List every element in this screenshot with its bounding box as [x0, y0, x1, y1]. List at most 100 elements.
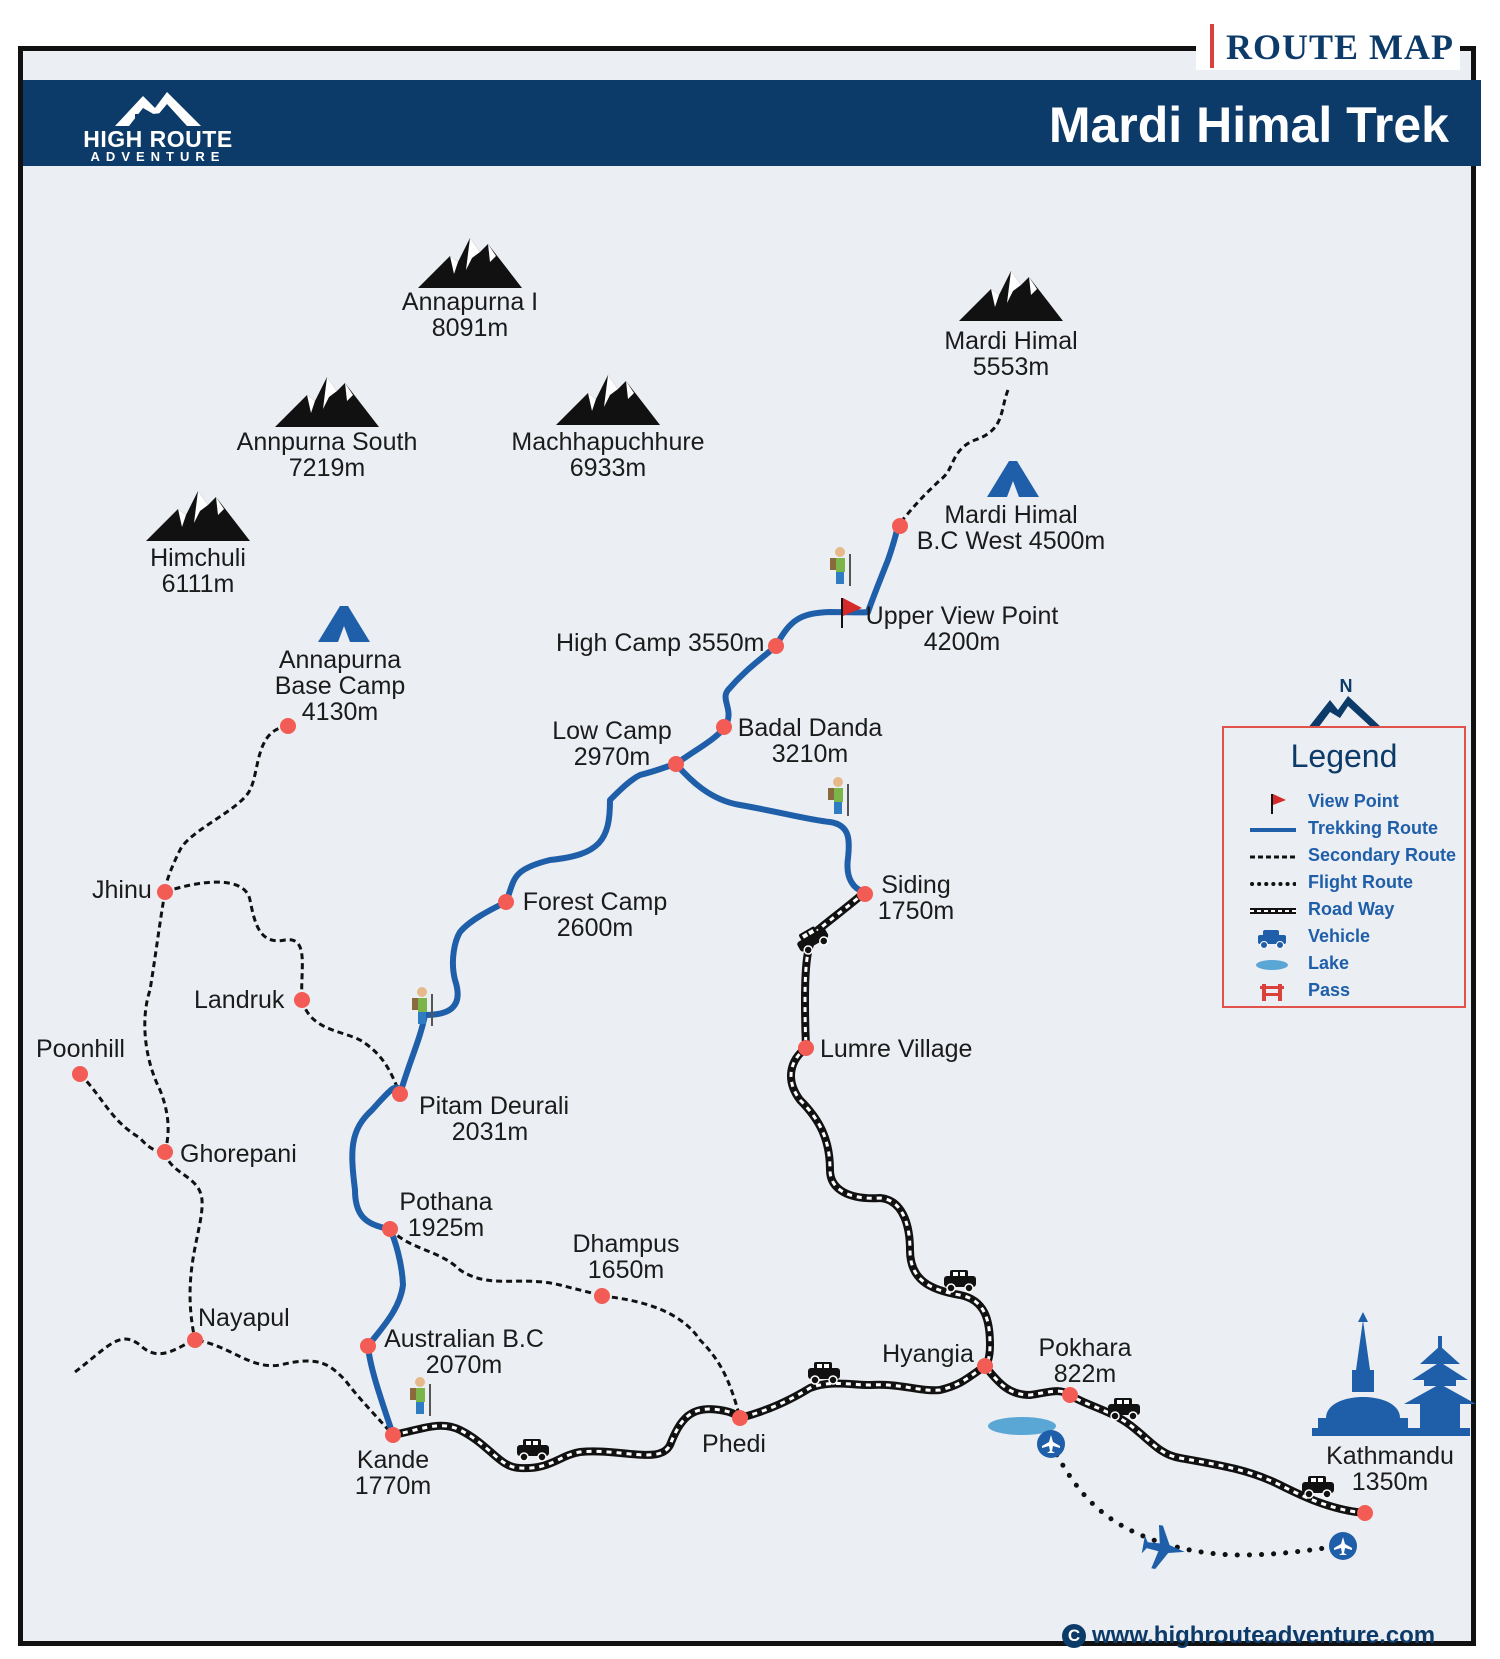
- point-hyangia: [977, 1358, 993, 1374]
- place-elevation: 1925m: [408, 1214, 484, 1242]
- pass-icon: [1260, 984, 1284, 1001]
- point-pitam-deurali: [392, 1086, 408, 1102]
- peak-icon: [146, 491, 250, 541]
- place-elevation: 1770m: [355, 1472, 431, 1500]
- place-elevation: 2970m: [574, 743, 650, 771]
- lake-icon: [988, 1417, 1056, 1435]
- legend-item: Vehicle: [1224, 925, 1464, 949]
- place-elevation: 4200m: [924, 628, 1000, 656]
- airport-icon: [1329, 1532, 1357, 1560]
- legend-label: Road Way: [1308, 899, 1395, 919]
- secondary-route-icon: [1250, 855, 1296, 859]
- place-label: Low Camp: [552, 717, 672, 745]
- tag-accent-bar: [1210, 24, 1214, 68]
- point-landruk: [294, 992, 310, 1008]
- place-elevation: 1750m: [878, 897, 954, 925]
- peak-label: Himchuli: [150, 544, 246, 572]
- legend-item: Secondary Route: [1224, 844, 1464, 868]
- legend-title: Legend: [1290, 738, 1398, 774]
- place-elevation: 2070m: [426, 1351, 502, 1379]
- point-australian-bc: [360, 1338, 376, 1354]
- point-pothana: [382, 1221, 398, 1237]
- airport-icon: [1037, 1430, 1065, 1458]
- legend-label: Vehicle: [1308, 926, 1371, 946]
- point-badal-danda: [716, 719, 732, 735]
- point-abc: [280, 718, 296, 734]
- camp-elevation: 4130m: [302, 698, 378, 726]
- place-label: High Camp 3550m: [556, 629, 764, 657]
- trekking-route: [349, 523, 901, 1438]
- tent-icon: [987, 461, 1039, 497]
- brand-name: HIGH ROUTE: [83, 126, 233, 152]
- place-label: Badal Danda: [738, 714, 883, 742]
- compass-north-label: N: [1340, 676, 1353, 696]
- hiker-icon: [827, 776, 849, 817]
- flight-route-icon: [1250, 882, 1296, 886]
- place-label: Phedi: [702, 1430, 766, 1458]
- hiker-icon: [409, 1376, 431, 1417]
- place-label: Lumre Village: [820, 1035, 972, 1063]
- place-label: Hyangia: [882, 1340, 974, 1368]
- legend-item: Pass: [1224, 979, 1464, 1003]
- place-label: Pokhara: [1038, 1334, 1131, 1362]
- point-lumre: [798, 1040, 814, 1056]
- legend-label: Secondary Route: [1308, 845, 1457, 865]
- place-label: Poonhill: [36, 1035, 125, 1063]
- peak-elevation: 5553m: [973, 353, 1049, 381]
- road-way: [392, 888, 1366, 1517]
- lake-legend-icon: [1256, 960, 1288, 970]
- place-elevation: 1650m: [588, 1256, 664, 1284]
- legend-item: Road Way: [1224, 898, 1464, 922]
- point-kathmandu: [1357, 1505, 1373, 1521]
- peak-elevation: 8091m: [432, 314, 508, 342]
- place-elevation: 2031m: [452, 1118, 528, 1146]
- place-label: Kathmandu: [1326, 1442, 1454, 1470]
- map-title: Mardi Himal Trek: [1048, 97, 1449, 153]
- legend-item: Flight Route: [1224, 871, 1464, 895]
- road-way-icon: [1250, 908, 1296, 914]
- place-label: Pothana: [399, 1188, 492, 1216]
- point-forest-camp: [498, 894, 514, 910]
- place-label: Jhinu: [92, 876, 152, 904]
- peak-icon: [275, 377, 379, 427]
- place-label: Dhampus: [573, 1230, 680, 1258]
- place-label: Pitam Deurali: [419, 1092, 569, 1120]
- point-kande: [385, 1427, 401, 1443]
- camp-label: Annapurna: [279, 646, 401, 674]
- point-nayapul: [187, 1332, 203, 1348]
- camp-label: Mardi Himal: [944, 501, 1077, 529]
- place-label: Landruk: [194, 986, 285, 1014]
- point-dhampus: [594, 1288, 610, 1304]
- legend-item: Lake: [1224, 952, 1464, 976]
- place-elevation: 1350m: [1352, 1468, 1428, 1496]
- peak-label: Machhapuchhure: [511, 428, 704, 456]
- point-siding: [857, 886, 873, 902]
- legend-item: Trekking Route: [1224, 817, 1464, 841]
- mountain-logo-icon: [115, 92, 201, 126]
- place-label: Kande: [357, 1446, 429, 1474]
- legend-label: Pass: [1308, 980, 1351, 1000]
- camp-label: Base Camp: [275, 672, 406, 700]
- point-phedi: [732, 1410, 748, 1426]
- camp-label: B.C West 4500m: [917, 527, 1106, 555]
- legend-label: Lake: [1308, 953, 1350, 973]
- point-jhinu: [157, 884, 173, 900]
- legend-label: Trekking Route: [1308, 818, 1439, 838]
- peak-label: Annpurna South: [237, 428, 418, 456]
- point-mardi-bc: [892, 518, 908, 534]
- website-url[interactable]: www.highrouteadventure.com: [1092, 1622, 1436, 1649]
- point-high-camp: [768, 638, 784, 654]
- peak-label: Annapurna I: [402, 288, 538, 316]
- peak-icon: [418, 238, 522, 288]
- route-map-label: ROUTE MAP: [1226, 27, 1454, 67]
- peak-elevation: 6933m: [570, 454, 646, 482]
- point-low-camp: [668, 756, 684, 772]
- place-label: Australian B.C: [384, 1325, 544, 1353]
- flag-icon: [841, 598, 862, 628]
- tent-icon: [318, 606, 370, 642]
- jeep-icon: [1301, 1475, 1335, 1499]
- peak-elevation: 7219m: [289, 454, 365, 482]
- brand-logo: HIGH ROUTE ADVENTURE: [83, 84, 233, 164]
